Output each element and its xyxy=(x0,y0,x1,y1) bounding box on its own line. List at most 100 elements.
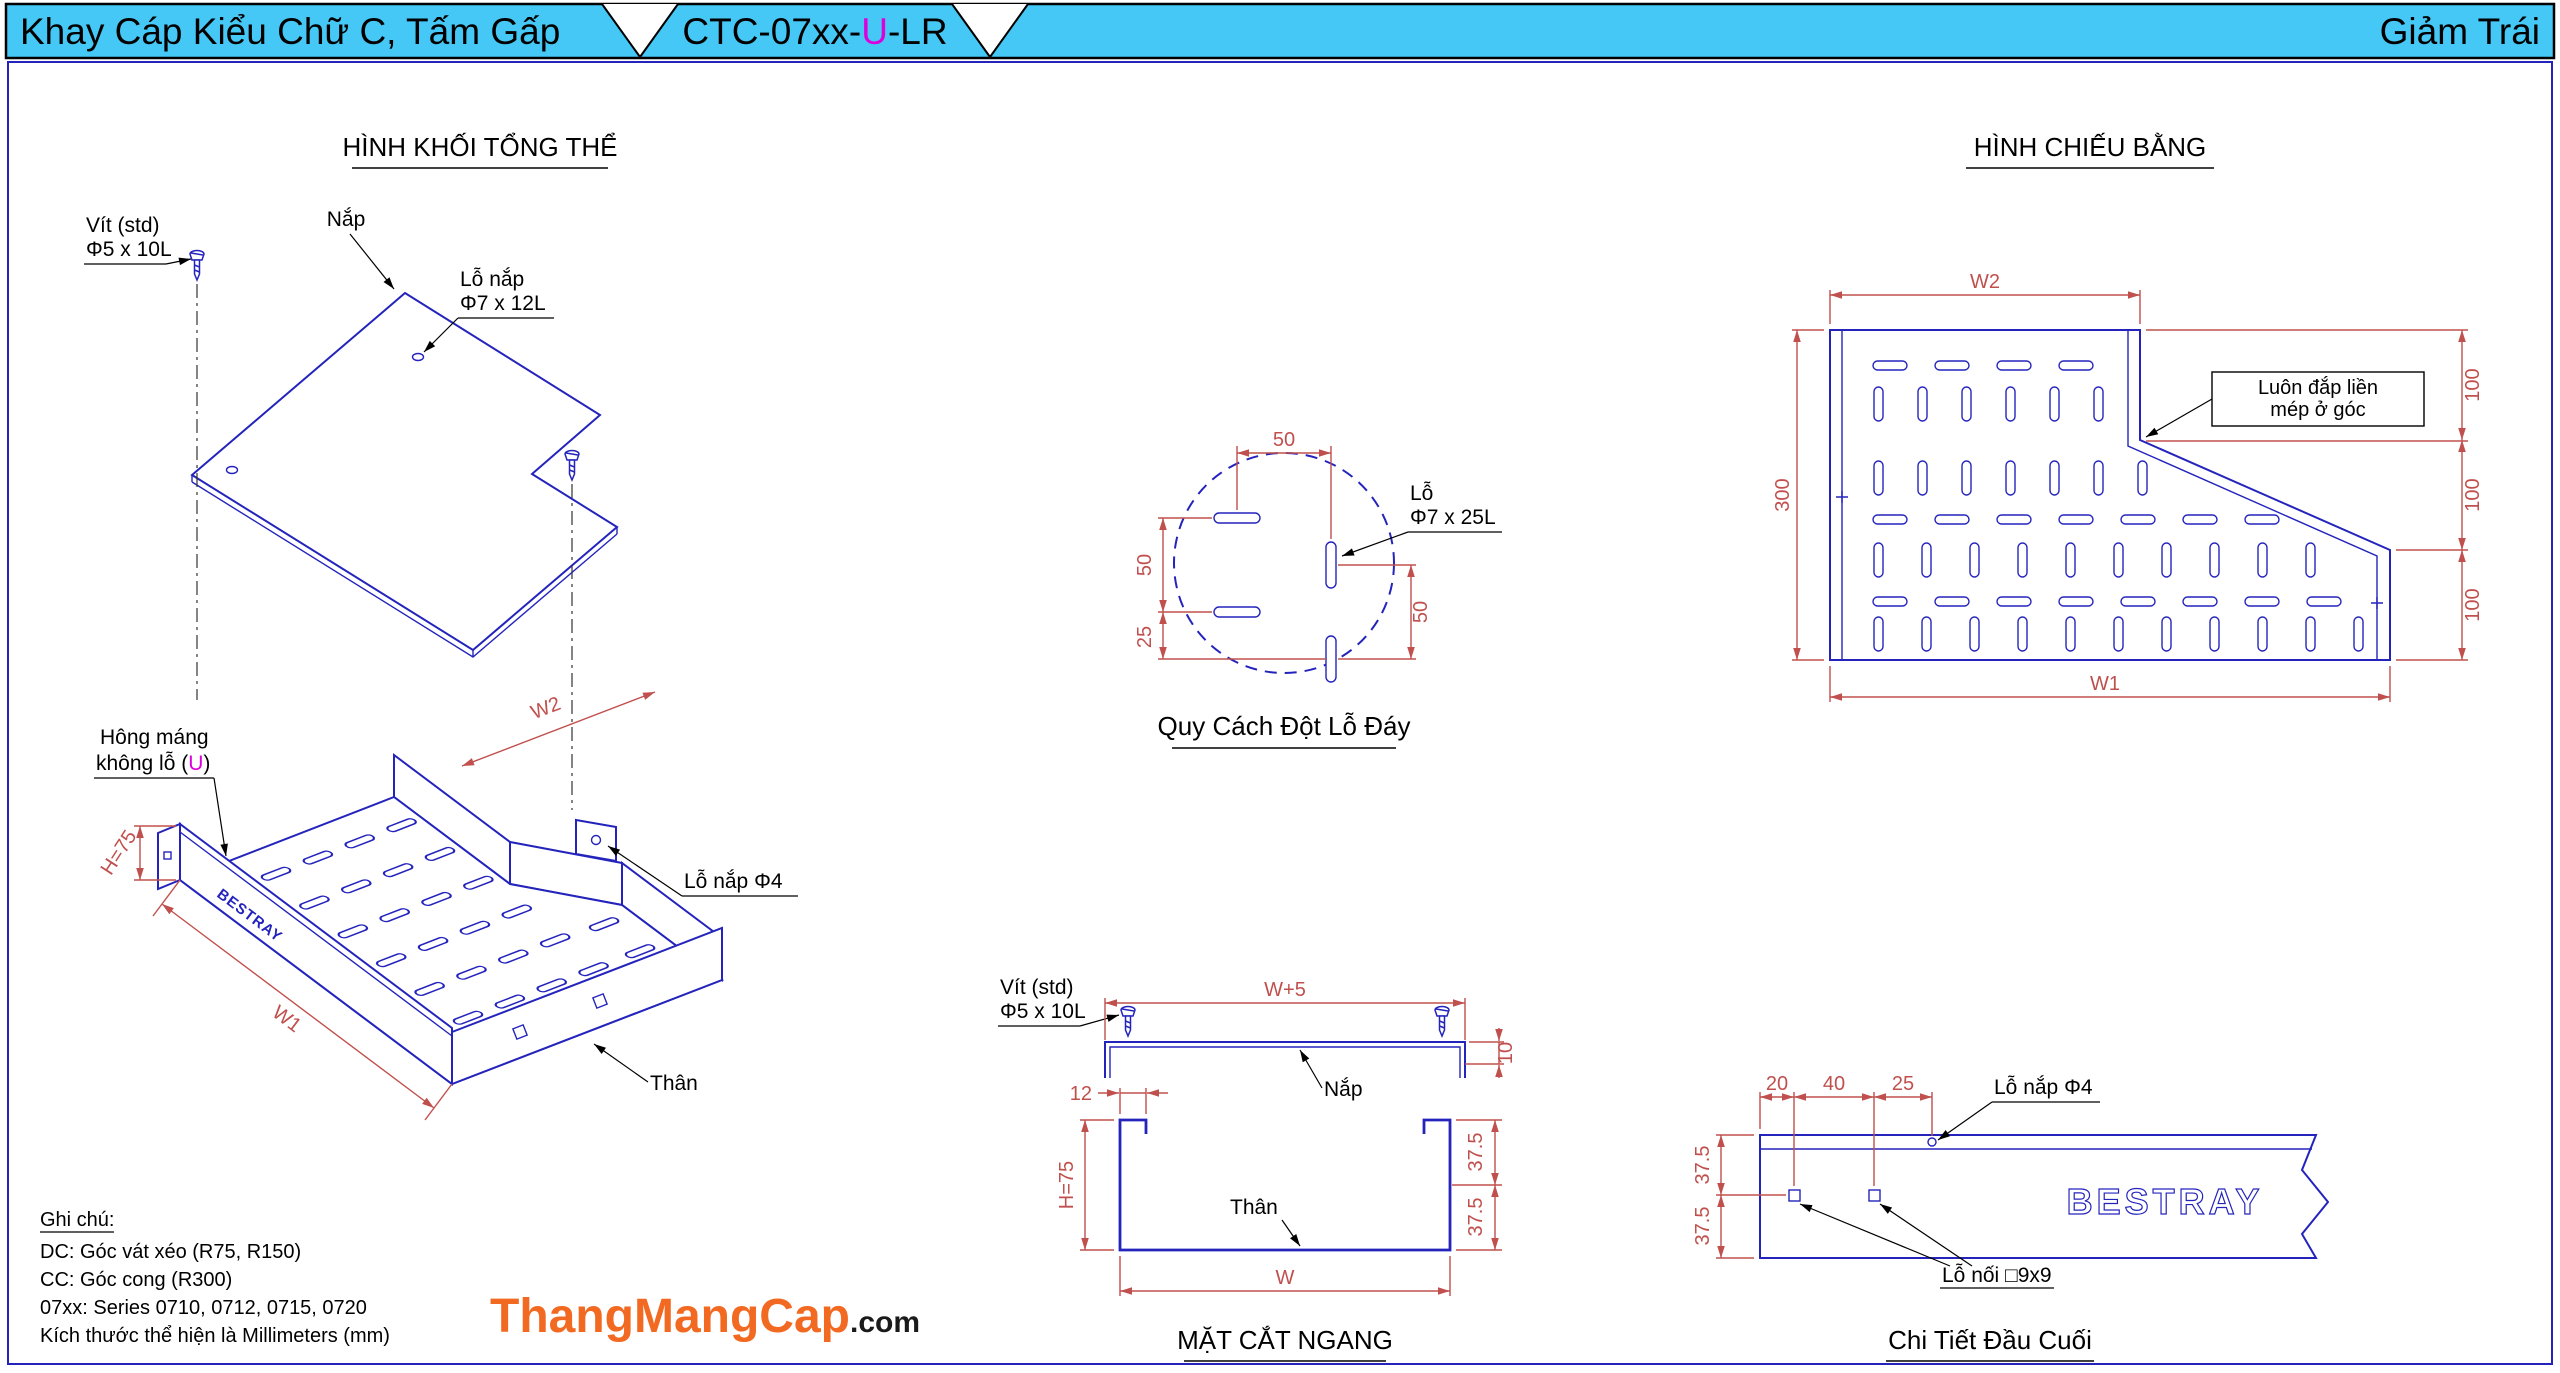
section-dim-12-text: 12 xyxy=(1070,1083,1092,1105)
punch-dim-right-text: 50 xyxy=(1410,601,1432,623)
iso-cover-hole xyxy=(225,465,239,475)
notes-line: 07xx: Series 0710, 0712, 0715, 0720 xyxy=(40,1297,367,1319)
section-dim-375b-text: 37.5 xyxy=(1465,1198,1487,1237)
end-cap-hole xyxy=(1927,1137,1937,1147)
end-dim-40-text: 40 xyxy=(1823,1073,1845,1095)
punch-slot-horizontal xyxy=(1213,606,1261,618)
iso-screw-label-line1: Vít (std) xyxy=(86,214,160,237)
iso-side-label-line2: không lỗ (U) xyxy=(96,752,210,775)
end-dim-20-text: 20 xyxy=(1766,1073,1788,1095)
end-join-hole-label: Lỗ nối □9x9 xyxy=(1799,1203,2054,1289)
section-screw-label: Vít (std) Φ5 x 10L xyxy=(998,976,1120,1027)
section-dim-375a-text: 37.5 xyxy=(1465,1133,1487,1172)
section-body-text: Thân xyxy=(1230,1196,1278,1219)
punch-slot-vertical xyxy=(1325,635,1337,683)
iso-dim-w2: W2 xyxy=(461,691,656,767)
iso-cover-label: Nắp xyxy=(327,208,395,290)
end-square-hole xyxy=(1788,1189,1801,1202)
plan-corner-note-line2: mép ở góc xyxy=(2270,399,2365,421)
plan-dim-300: 300 xyxy=(1772,329,1824,661)
end-dim-375a-text: 37.5 xyxy=(1692,1146,1714,1185)
end-detail: BESTRAY 20 40 25 37.5 37.5 Lỗ nắp Φ4 xyxy=(1692,1073,2330,1362)
end-join-hole-text: Lỗ nối □9x9 xyxy=(1942,1264,2052,1287)
section-dim-10: 10 xyxy=(1465,1028,1517,1078)
punch-dim-right: 50 xyxy=(1338,564,1432,660)
iso-cap-hole-text: Lỗ nắp Φ4 xyxy=(684,870,783,893)
cross-section: Vít (std) Φ5 x 10L W+5 10 12 xyxy=(998,976,1517,1362)
section-dim-10-text: 10 xyxy=(1495,1042,1517,1064)
end-square-hole xyxy=(1868,1189,1881,1202)
header-product-code: CTC-07xx-U-LR xyxy=(682,11,947,52)
iso-screw xyxy=(564,449,580,481)
header-divider-right xyxy=(951,3,1029,59)
end-dim-25-text: 25 xyxy=(1892,1073,1914,1095)
iso-screw xyxy=(189,249,205,281)
section-title: MẶT CẮT NGANG xyxy=(1177,1325,1393,1355)
plan-dim-w2: W2 xyxy=(1829,271,2141,324)
iso-body-label: Thân xyxy=(593,1043,698,1095)
notes-line: DC: Góc vát xéo (R75, R150) xyxy=(40,1241,301,1263)
section-dim-w: W xyxy=(1119,1256,1451,1296)
end-bestray-logo: BESTRAY xyxy=(2067,1181,2264,1222)
iso-step-tab-hole xyxy=(590,834,602,846)
section-dim-375: 37.5 37.5 xyxy=(1452,1119,1502,1251)
section-dim-12: 12 xyxy=(1070,1083,1168,1114)
end-dim-375b-text: 37.5 xyxy=(1692,1207,1714,1246)
iso-cover-label-text: Nắp xyxy=(327,208,366,231)
plan-dim-w1-text: W1 xyxy=(2090,673,2120,695)
section-dim-h-text: H=75 xyxy=(1056,1161,1078,1209)
end-dims-top: 20 40 25 xyxy=(1759,1073,1933,1186)
iso-cover-hole-label: Lỗ nắp Φ7 x 12L xyxy=(423,268,554,353)
section-cover-text: Nắp xyxy=(1324,1078,1363,1101)
iso-view: HÌNH KHỐI TỔNG THỂ BESTRAY xyxy=(84,132,798,1121)
punch-title: Quy Cách Đột Lỗ Đáy xyxy=(1158,711,1411,741)
plan-corner-note: Luôn đắp liền mép ở góc xyxy=(2145,371,2425,438)
iso-end-plate-hole xyxy=(591,992,609,1010)
end-cap-hole-text: Lỗ nắp Φ4 xyxy=(1994,1076,2093,1099)
iso-cover-hole-line1: Lỗ nắp xyxy=(460,268,524,291)
iso-dim-w2-text: W2 xyxy=(528,693,564,724)
punch-slot-vertical xyxy=(1325,541,1337,589)
section-dim-w5-text: W+5 xyxy=(1264,979,1306,1001)
iso-body-text: Thân xyxy=(650,1072,698,1095)
section-screw xyxy=(1120,1005,1136,1037)
section-screw xyxy=(1434,1005,1450,1037)
plan-dim-w2-text: W2 xyxy=(1970,271,2000,293)
plan-dim-100c-text: 100 xyxy=(2462,588,2484,621)
iso-end-plate-hole xyxy=(511,1023,529,1041)
iso-cap-hole-label: Lỗ nắp Φ4 xyxy=(607,845,798,897)
iso-screw-label-line2: Φ5 x 10L xyxy=(86,238,172,261)
iso-cover-hole xyxy=(411,352,425,362)
notes-line: CC: Góc cong (R300) xyxy=(40,1269,232,1291)
punch-dim-left: 50 xyxy=(1134,517,1212,613)
section-dim-h: H=75 xyxy=(1056,1119,1114,1251)
punch-dim-left2: 25 xyxy=(1134,612,1326,660)
iso-screw-label: Vít (std) Φ5 x 10L xyxy=(84,214,192,266)
iso-dim-h-text: H=75 xyxy=(97,826,142,879)
notes-line: Kích thước thể hiện là Millimeters (mm) xyxy=(40,1325,390,1347)
header-right-title: Giảm Trái xyxy=(2380,11,2540,52)
punch-hole-label-line2: Φ7 x 25L xyxy=(1410,506,1496,529)
section-cover-inner xyxy=(1109,1046,1461,1078)
section-body-label: Thân xyxy=(1230,1196,1301,1247)
section-screw-label-line1: Vít (std) xyxy=(1000,976,1074,999)
plan-dim-w1: W1 xyxy=(1829,666,2391,702)
section-body xyxy=(1118,1118,1452,1252)
plan-view: HÌNH CHIẾU BẰNG Luôn đắp liền mép ở góc … xyxy=(1772,132,2484,702)
iso-end-plate xyxy=(451,926,723,1086)
plan-slots xyxy=(1872,360,2364,652)
punch-boundary-circle xyxy=(1173,452,1395,674)
iso-cover xyxy=(190,291,619,658)
iso-side-label-line1: Hông máng xyxy=(100,726,209,749)
punch-dim-left2-text: 25 xyxy=(1134,626,1156,648)
punch-dim-left-text: 50 xyxy=(1134,554,1156,576)
site-logo: ThangMangCap.com xyxy=(490,1290,920,1343)
punch-dim-top-text: 50 xyxy=(1273,429,1295,451)
section-dim-w5: W+5 xyxy=(1104,979,1466,1040)
iso-side-label: Hông máng không lỗ (U) xyxy=(94,726,228,857)
header-divider-left xyxy=(601,3,679,59)
end-body xyxy=(1759,1134,2330,1259)
notes-block: Ghi chú: DC: Góc vát xéo (R75, R150) CC:… xyxy=(40,1209,390,1347)
end-title: Chi Tiết Đầu Cuối xyxy=(1888,1325,2092,1355)
